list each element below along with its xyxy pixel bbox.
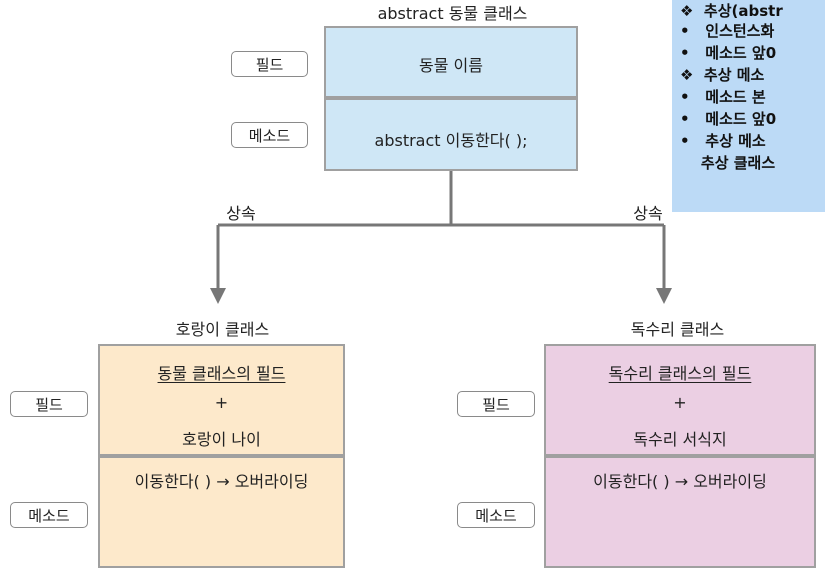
field-tag: 필드 [231, 51, 308, 77]
arrow-left-head [210, 288, 226, 304]
arrow-right-head [656, 288, 672, 304]
eagle-field-plus: + [673, 393, 687, 412]
eagle-field-box: 독수리 클래스의 필드 + 독수리 서식지 [544, 344, 816, 456]
abstract-method-box: abstract 이동한다( ); [324, 98, 578, 171]
note-line: • 추상 메소 [680, 132, 766, 150]
tiger-field-plus: + [214, 393, 229, 412]
note-line: • 인스턴스화 [680, 22, 775, 40]
tiger-method-value: 이동한다( ) → 오버라이딩 [134, 472, 309, 491]
note-line: 추상 클래스 [700, 154, 776, 172]
field-value: 동물 이름 [419, 56, 483, 75]
note-line: • 메소드 앞0 [680, 110, 777, 128]
eagle-method-tag: 메소드 [457, 502, 535, 528]
tiger-class-title: 호랑이 클래스 [175, 320, 270, 339]
note-line: • 메소드 본 [680, 88, 766, 106]
eagle-field-tag: 필드 [457, 391, 535, 417]
abstract-field-box: 동물 이름 [324, 26, 578, 98]
notes-panel: ❖ 추상(abstr • 인스턴스화 • 메소드 앞0 ❖ 추상 메소 • 메소… [672, 0, 825, 212]
eagle-field-line3: 독수리 서식지 [633, 430, 727, 449]
method-value: abstract 이동한다( ); [374, 131, 528, 150]
tiger-field-line1: 동물 클래스의 필드 [157, 364, 286, 383]
abstract-class-title: abstract 동물 클래스 [377, 4, 528, 23]
tiger-field-line3: 호랑이 나이 [182, 430, 261, 449]
note-line: ❖ 추상 메소 [680, 66, 765, 84]
inherit-label-right: 상속 [633, 204, 663, 223]
tiger-method-tag: 메소드 [10, 502, 88, 528]
eagle-method-value: 이동한다( ) → 오버라이딩 [593, 472, 767, 491]
inherit-label-left: 상속 [226, 204, 256, 223]
eagle-method-box: 이동한다( ) → 오버라이딩 [544, 456, 816, 568]
tiger-field-box: 동물 클래스의 필드 + 호랑이 나이 [98, 344, 345, 456]
tiger-method-box: 이동한다( ) → 오버라이딩 [98, 456, 345, 568]
eagle-class-title: 독수리 클래스 [630, 320, 725, 339]
tiger-field-tag: 필드 [10, 391, 88, 417]
note-line: ❖ 추상(abstr [680, 2, 783, 20]
eagle-field-line1: 독수리 클래스의 필드 [608, 364, 752, 383]
note-line: • 메소드 앞0 [680, 44, 777, 62]
method-tag: 메소드 [231, 122, 308, 148]
